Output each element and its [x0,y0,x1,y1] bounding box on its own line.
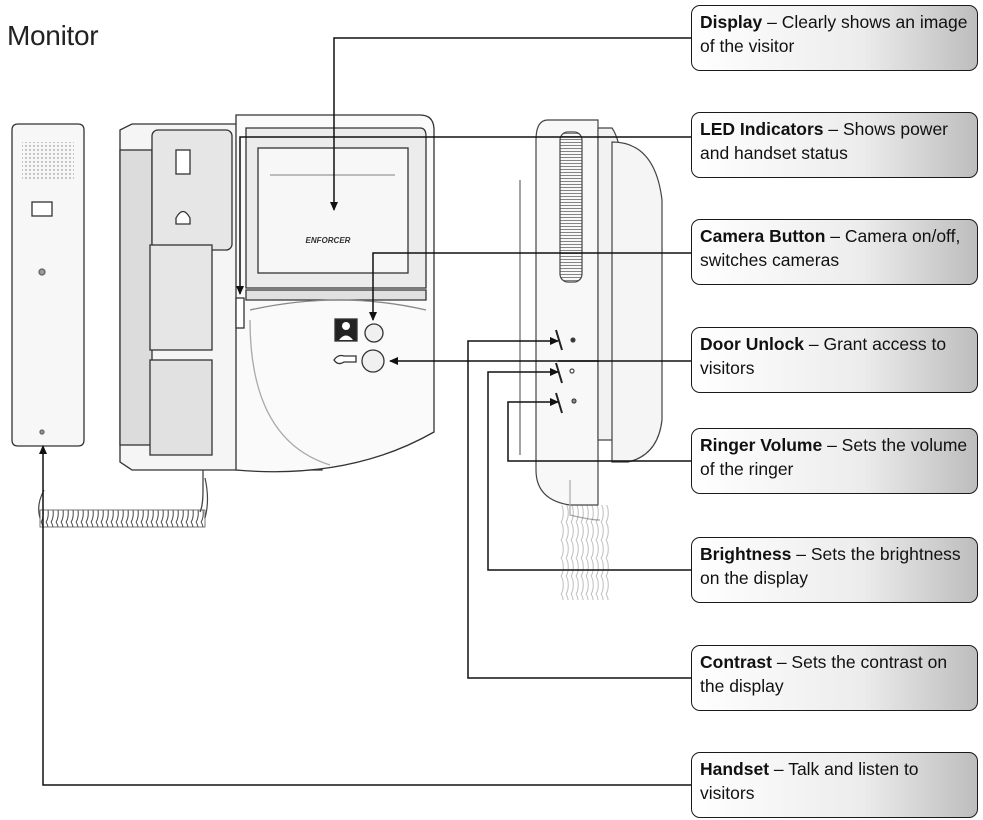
leader-camera-button [369,252,691,321]
callout-camera-button-desc: – Camera on/off, switches cameras [700,226,961,270]
page-title: Monitor [7,20,99,51]
leader-led-indicators [236,136,691,295]
callout-door-unlock-desc: – Grant access to visitors [700,334,947,378]
callout-door-unlock-name: Door Unlock [700,334,805,354]
callout-contrast: Contrast – Sets the contrast on the disp… [691,645,978,711]
leader-contrast [467,337,691,679]
leader-handset [39,445,691,786]
callout-handset-desc: – Talk and listen to visitors [700,759,919,803]
handset-cord [38,477,209,528]
callout-door-unlock: Door Unlock – Grant access to visitors [691,327,978,393]
callout-led-indicators: LED Indicators – Shows power and handset… [691,112,978,178]
callout-ringer-volume-desc: – Sets the volume of the ringer [700,435,968,479]
callout-display: Display – Clearly shows an image of the … [691,5,978,71]
callout-display-name: Display [700,12,763,32]
callout-brightness-name: Brightness [700,544,792,564]
callout-contrast-desc: – Sets the contrast on the display [700,652,948,696]
callout-brightness: Brightness – Sets the brightness on the … [691,537,978,603]
callout-brightness-desc: – Sets the brightness on the display [700,544,961,588]
monitor-front [119,114,435,513]
callout-display-desc: – Clearly shows an image of the visitor [700,12,968,56]
callout-camera-button-name: Camera Button [700,226,826,246]
callout-led-indicators-name: LED Indicators [700,119,824,139]
callout-led-indicators-desc: – Shows power and handset status [700,119,949,163]
leader-ringer-volume [507,398,691,462]
callout-handset-name: Handset [700,759,770,779]
handset-front [11,123,85,447]
callout-handset: Handset – Talk and listen to visitors [691,752,978,818]
leader-display [330,37,691,211]
callout-contrast-name: Contrast [700,652,772,672]
monitor-side [519,119,663,600]
callout-camera-button: Camera Button – Camera on/off, switches … [691,219,978,285]
leader-brightness [487,368,691,571]
leader-lines [39,37,691,786]
callout-ringer-volume: Ringer Volume – Sets the volume of the r… [691,428,978,494]
callout-ringer-volume-name: Ringer Volume [700,435,823,455]
brand-label: ENFORCER [306,236,351,245]
